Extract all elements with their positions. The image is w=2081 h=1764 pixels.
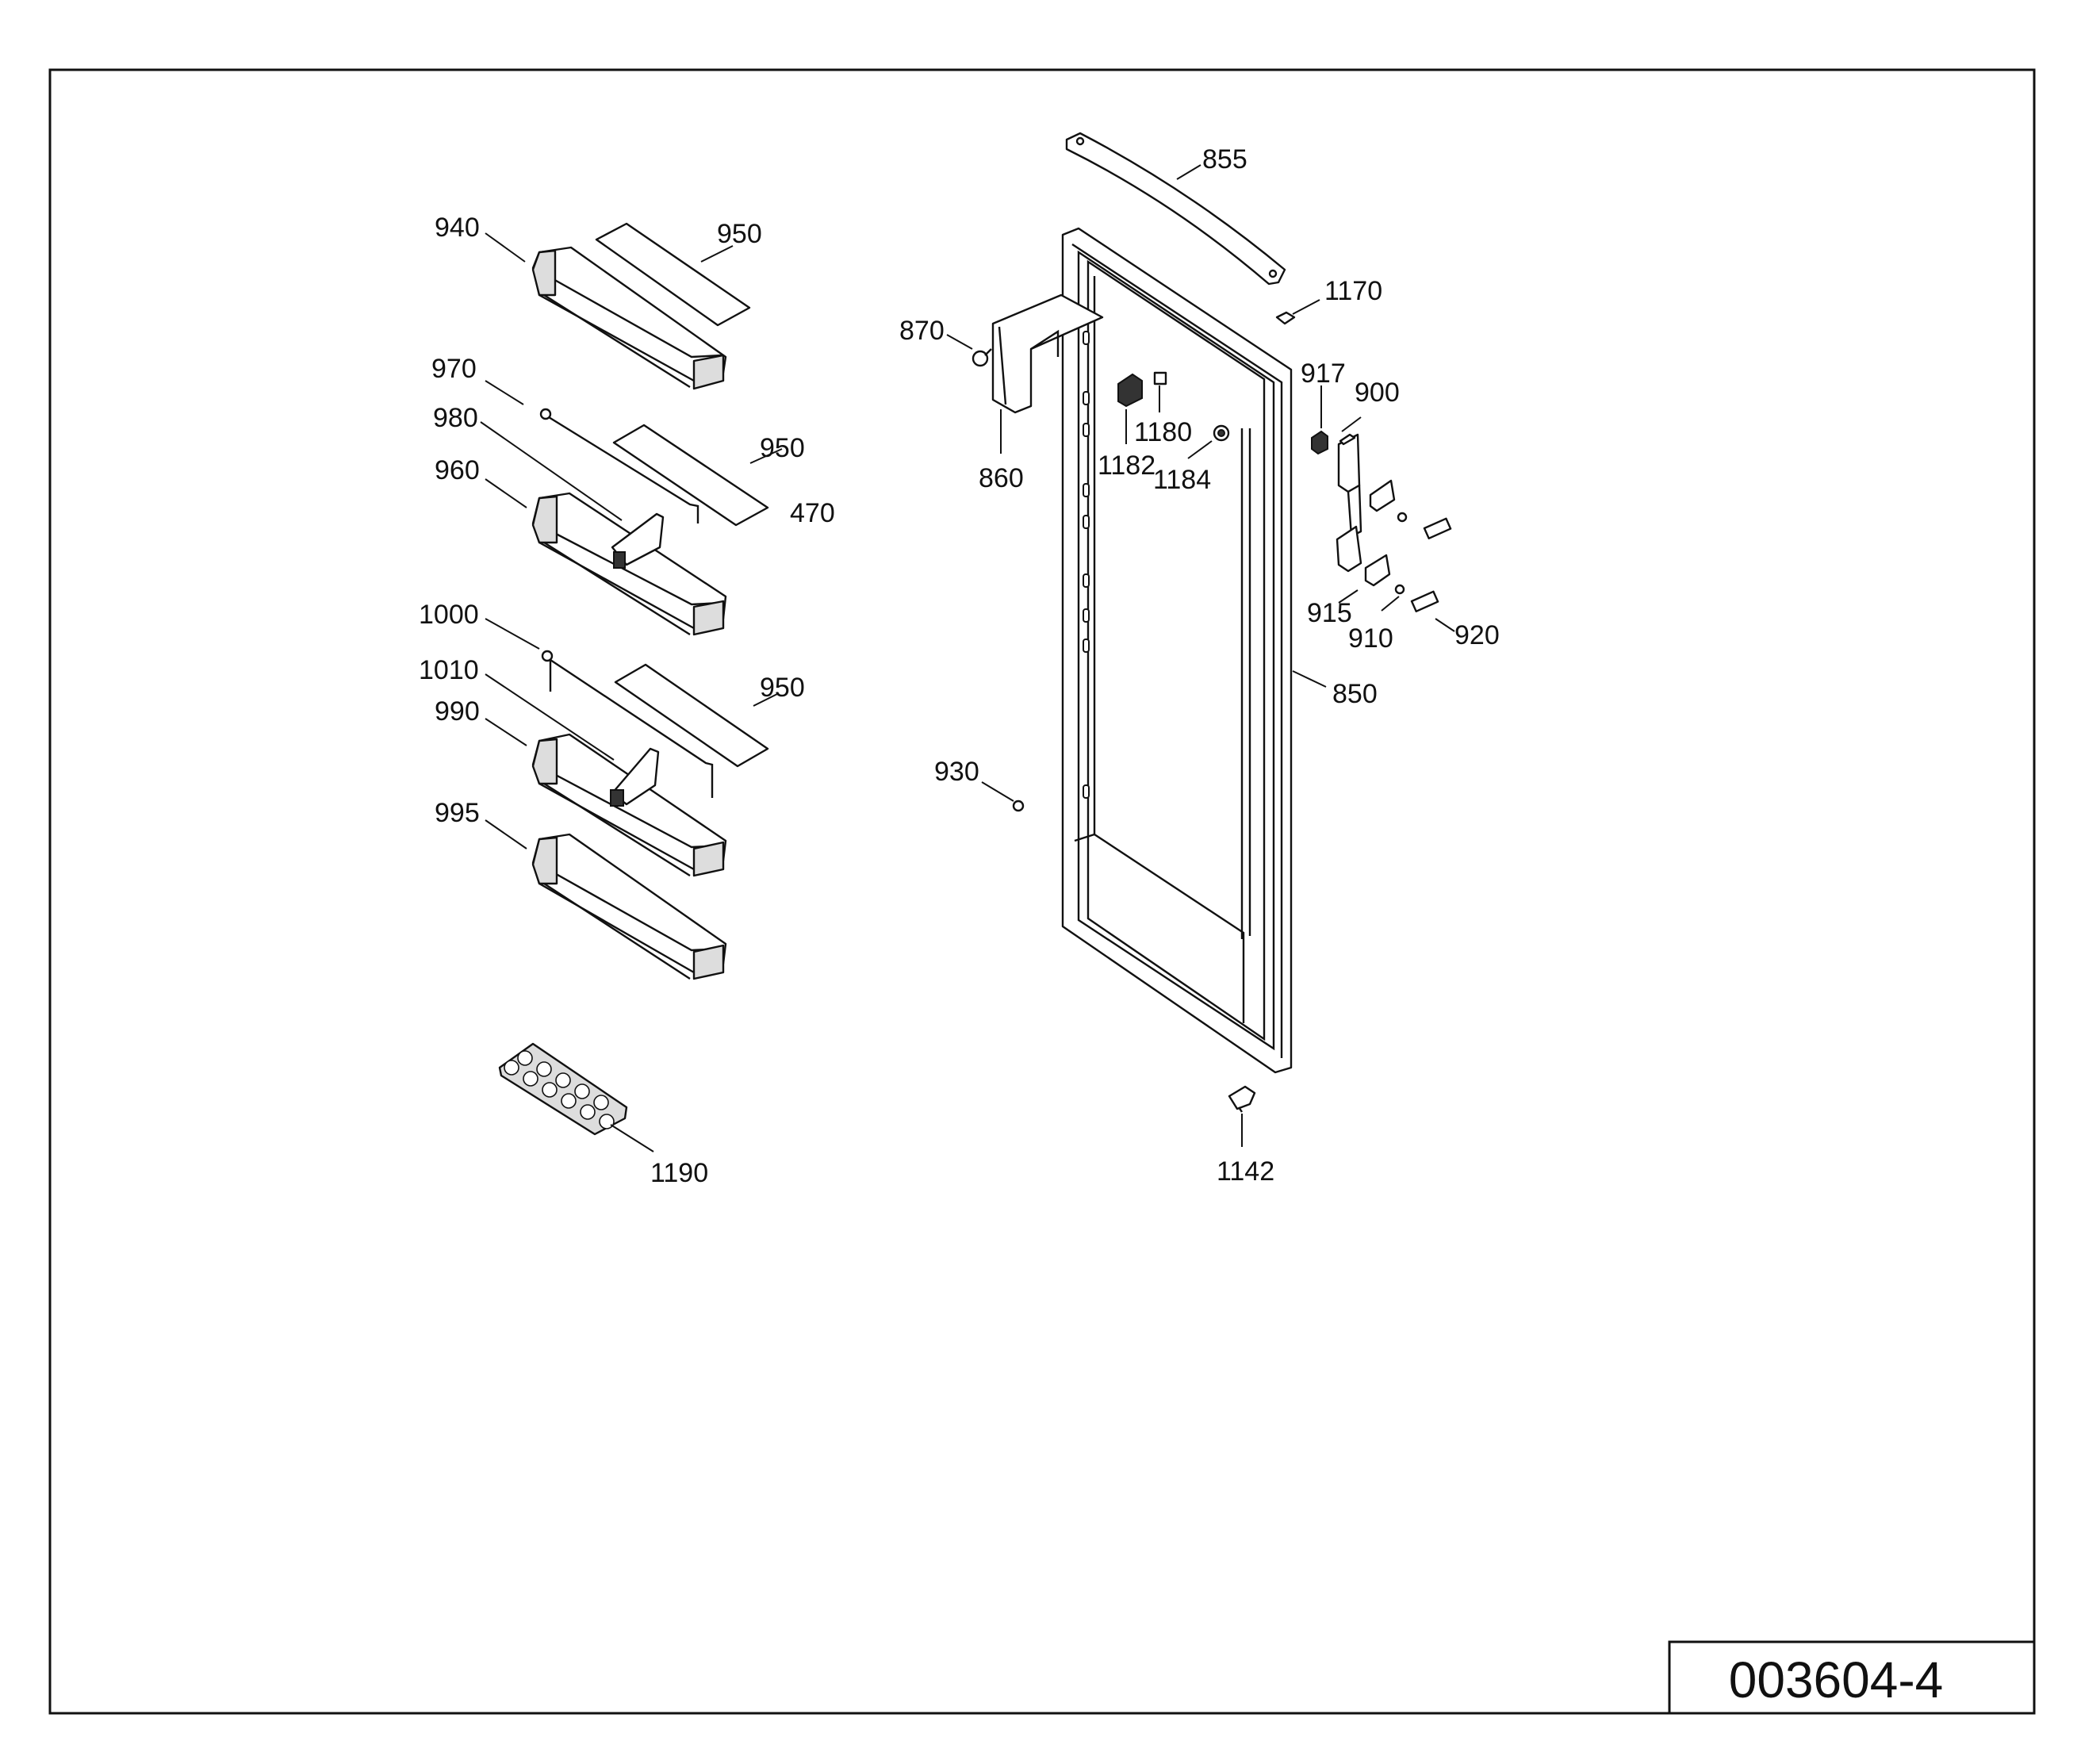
part-1170-cap bbox=[1275, 311, 1296, 325]
label-855: 855 bbox=[1202, 144, 1247, 174]
part-850-door-panel bbox=[1061, 227, 1293, 1074]
part-1180-block bbox=[1153, 371, 1167, 385]
part-1182-catch bbox=[1117, 373, 1143, 408]
leader-lines bbox=[480, 164, 1455, 1152]
part-870-screw bbox=[972, 348, 992, 367]
label-470: 470 bbox=[790, 498, 835, 528]
part-920-cover bbox=[1410, 590, 1439, 612]
label-1010: 1010 bbox=[419, 655, 479, 685]
part-860-door-bracket bbox=[991, 293, 1104, 414]
part-970-rod bbox=[539, 408, 699, 523]
label-1170: 1170 bbox=[1324, 276, 1382, 306]
drawing-number: 003604-4 bbox=[1729, 1651, 1943, 1708]
part-910-screw bbox=[1394, 584, 1405, 595]
part-1142-hinge-pin bbox=[1228, 1085, 1256, 1113]
label-915: 915 bbox=[1307, 598, 1352, 628]
label-950-lower: 950 bbox=[760, 673, 805, 703]
label-1190: 1190 bbox=[650, 1158, 708, 1188]
label-980: 980 bbox=[433, 403, 478, 433]
part-995-door-shelf bbox=[531, 833, 727, 980]
part-980-shelf-divider bbox=[611, 512, 665, 569]
label-950-middle: 950 bbox=[760, 433, 805, 463]
label-917: 917 bbox=[1301, 359, 1346, 389]
label-930: 930 bbox=[934, 757, 979, 787]
part-labels: 940 950 970 980 960 950 470 1000 1010 99… bbox=[419, 144, 1500, 1188]
part-855-door-top-trim bbox=[1065, 132, 1286, 286]
label-850: 850 bbox=[1332, 679, 1378, 709]
label-970: 970 bbox=[431, 354, 477, 384]
part-hinge-bracket-upper bbox=[1369, 479, 1452, 539]
part-1010-shelf-divider bbox=[610, 747, 660, 807]
label-960: 960 bbox=[435, 455, 480, 485]
label-860: 860 bbox=[979, 463, 1024, 493]
part-940-door-shelf bbox=[531, 246, 727, 390]
part-950-shelf-strip-middle bbox=[612, 424, 769, 527]
title-block bbox=[1668, 1640, 2036, 1715]
part-930-plug bbox=[1012, 800, 1025, 812]
label-910: 910 bbox=[1348, 623, 1393, 654]
label-1142: 1142 bbox=[1217, 1156, 1274, 1187]
drawing-border bbox=[48, 68, 2036, 1715]
part-950-shelf-strip-lower bbox=[614, 663, 769, 768]
label-950-top: 950 bbox=[717, 219, 762, 249]
label-900: 900 bbox=[1355, 378, 1400, 408]
label-920: 920 bbox=[1454, 620, 1500, 650]
label-870: 870 bbox=[899, 316, 945, 346]
label-990: 990 bbox=[435, 696, 480, 727]
part-1190-egg-tray bbox=[498, 1042, 628, 1136]
part-950-shelf-strip-top bbox=[595, 222, 751, 327]
part-917-clip bbox=[1311, 430, 1328, 455]
label-1184: 1184 bbox=[1153, 465, 1211, 495]
label-940: 940 bbox=[435, 213, 480, 243]
part-900-hinge bbox=[1336, 433, 1362, 573]
part-1000-rod bbox=[541, 650, 714, 798]
part-1184-knob bbox=[1213, 424, 1230, 442]
label-1000: 1000 bbox=[419, 600, 479, 630]
label-995: 995 bbox=[435, 798, 480, 828]
label-1180: 1180 bbox=[1134, 417, 1192, 447]
part-915-hinge-bracket bbox=[1364, 554, 1391, 587]
label-1182: 1182 bbox=[1098, 451, 1155, 481]
